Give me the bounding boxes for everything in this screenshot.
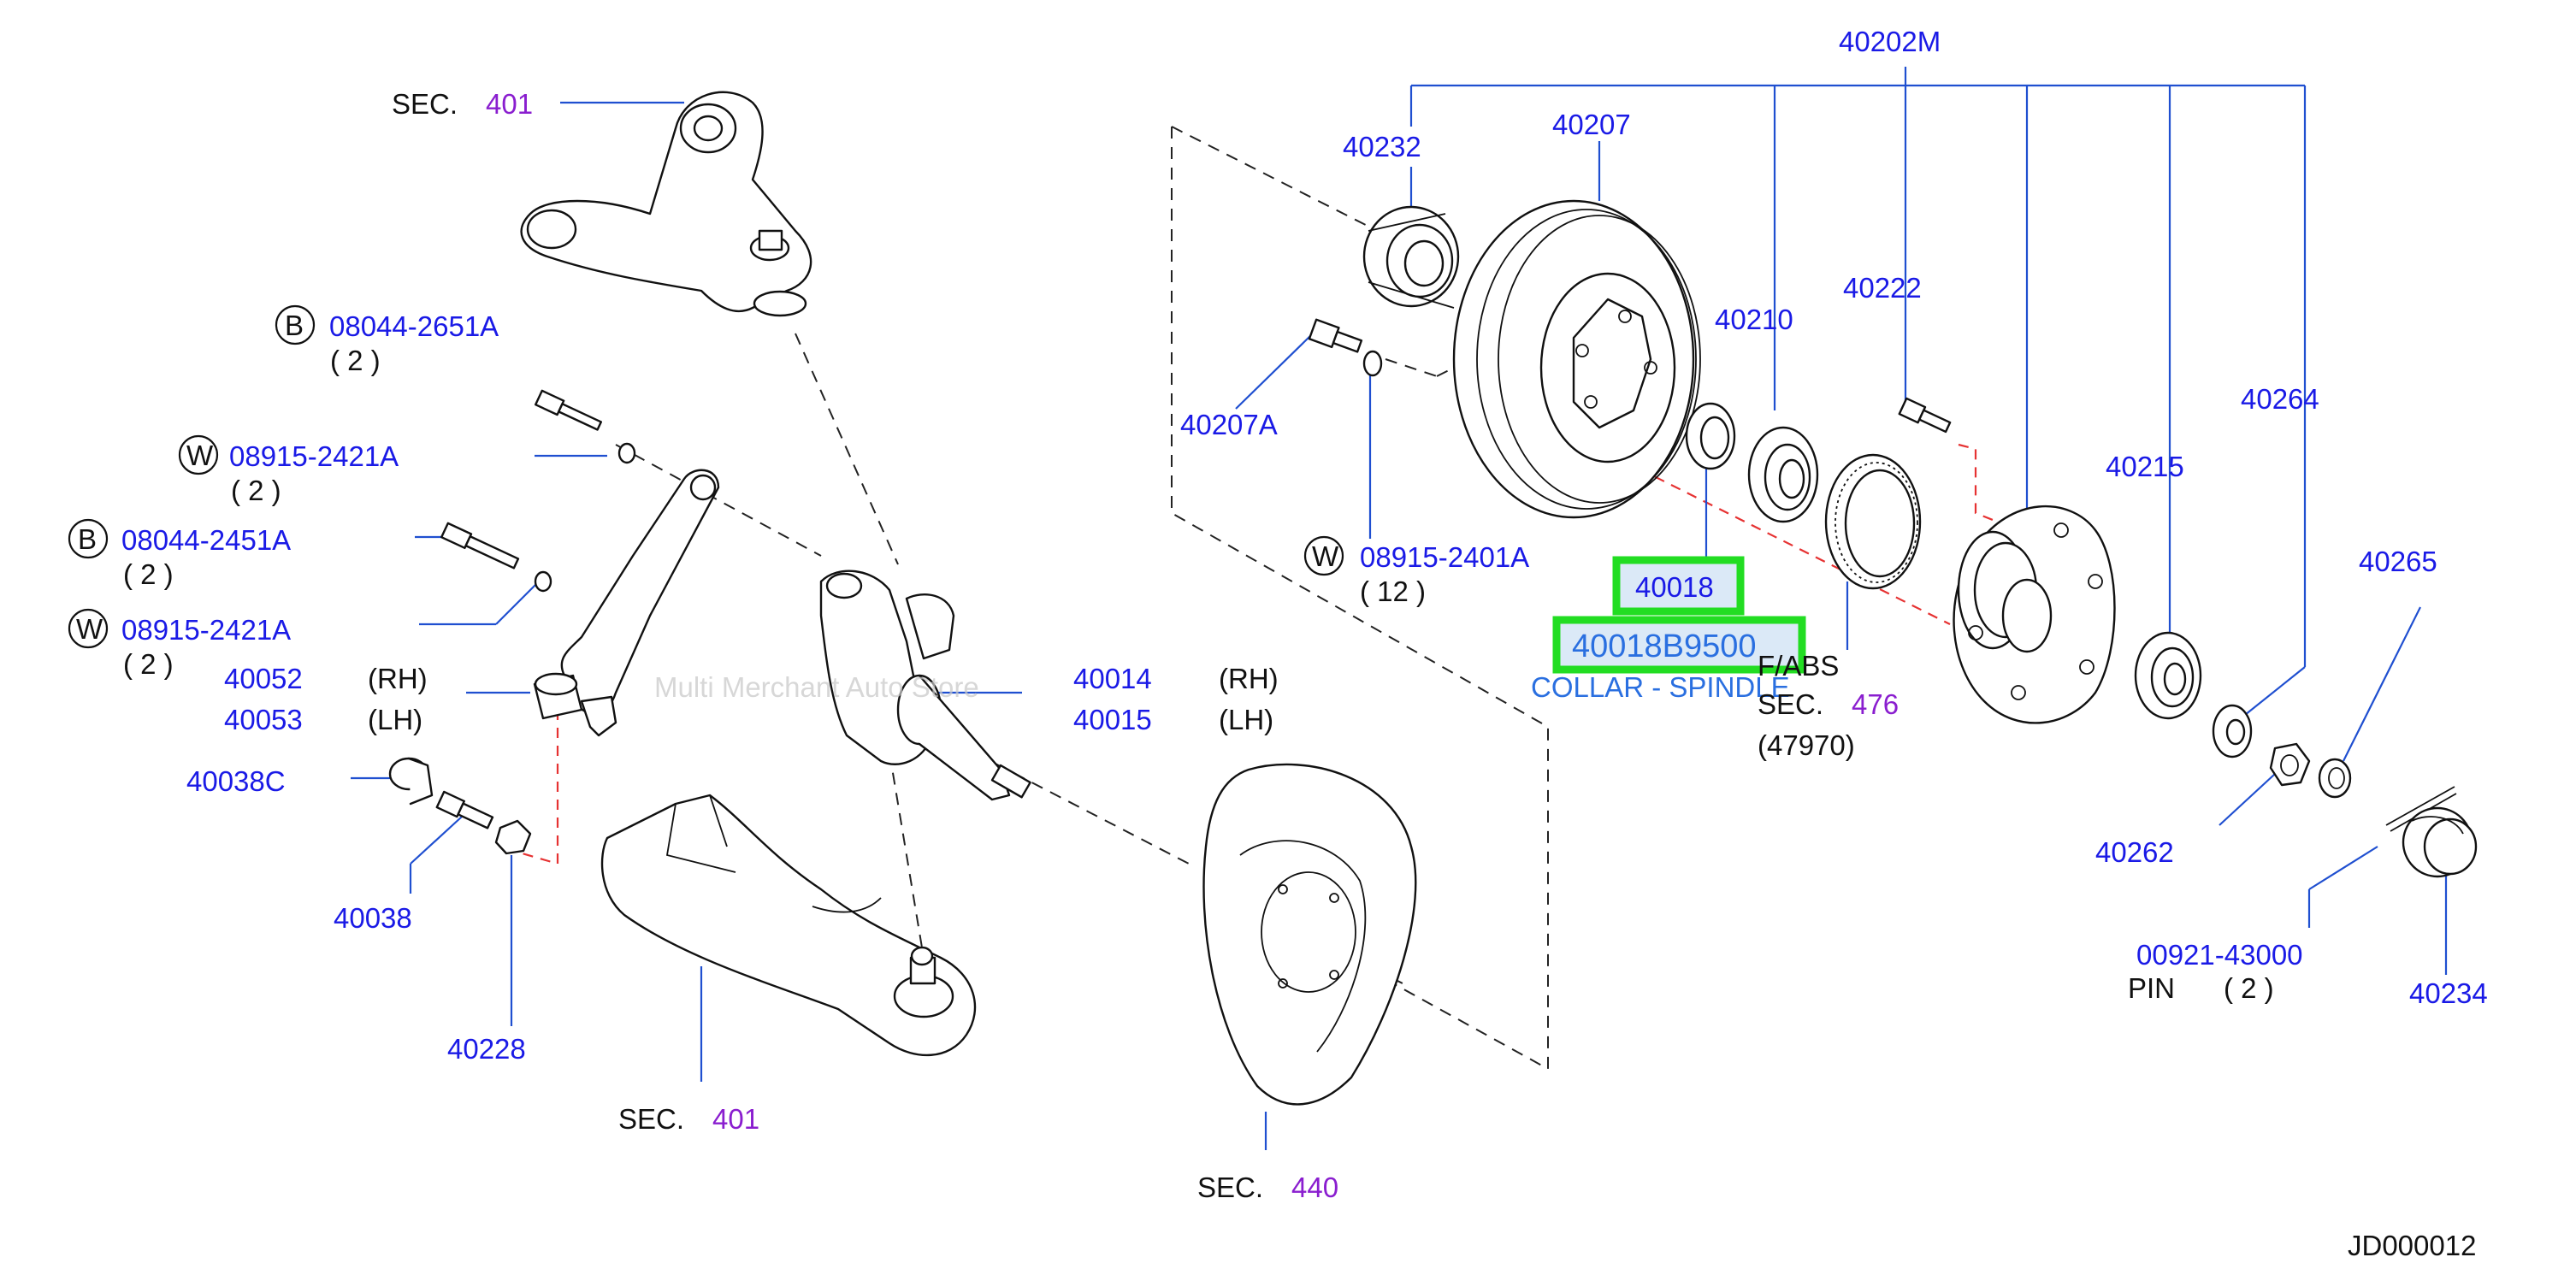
part-label-40207A[interactable]: 40207A <box>1180 409 1278 440</box>
side-lh-40053: (LH) <box>368 704 422 735</box>
pin-label: PIN <box>2128 972 2175 1004</box>
fastener-2[interactable]: W 08915-2421A ( 2 ) <box>178 434 399 506</box>
part-label-40265[interactable]: 40265 <box>2359 546 2437 577</box>
diagram-code: JD000012 <box>2348 1230 2476 1261</box>
abs-ref: (47970) <box>1758 729 1855 761</box>
part-label-40232[interactable]: 40232 <box>1343 131 1421 162</box>
part-label-40038C[interactable]: 40038C <box>186 765 286 797</box>
fastener-3[interactable]: B 08044-2451A ( 2 ) <box>68 518 291 590</box>
sec-num-upper[interactable]: 401 <box>486 88 533 120</box>
badge-w-icon <box>68 608 109 649</box>
sec-label-backplate: SEC. <box>1197 1172 1263 1203</box>
sec-label-lower: SEC. <box>618 1103 684 1135</box>
fastener-badge: B <box>285 310 304 341</box>
fastener-number[interactable]: 08044-2651A <box>329 310 499 342</box>
sec-num-backplate[interactable]: 440 <box>1291 1172 1338 1203</box>
side-lh-40015: (LH) <box>1219 704 1273 735</box>
hub-bolt <box>1308 318 1383 377</box>
fastener-number[interactable]: 08915-2421A <box>229 440 399 472</box>
fastener-number[interactable]: 08044-2451A <box>121 524 291 556</box>
oil-seal <box>1362 205 1460 309</box>
part-label-40053[interactable]: 40053 <box>224 704 303 735</box>
part-label-00921-43000[interactable]: 00921-43000 <box>2136 939 2303 971</box>
left-fasteners <box>388 389 720 855</box>
leader-lines <box>351 67 2448 1150</box>
part-label-40015[interactable]: 40015 <box>1073 704 1152 735</box>
part-label-40262[interactable]: 40262 <box>2095 836 2174 868</box>
fastener-number[interactable]: 08915-2401A <box>1360 541 1529 573</box>
badge-b-icon <box>275 304 316 345</box>
sec-label-abs: SEC. <box>1758 688 1823 720</box>
fastener-qty: ( 2 ) <box>123 648 174 680</box>
inner-bearing <box>1747 426 1819 523</box>
lower-control-arm <box>600 794 977 1057</box>
part-label-40207[interactable]: 40207 <box>1552 109 1631 140</box>
backing-plate <box>1202 763 1417 1106</box>
highlight-number-box <box>1552 616 1806 674</box>
fastener-badge: B <box>78 523 97 555</box>
side-rh-40052: (RH) <box>368 663 428 694</box>
spindle-nut <box>2269 742 2311 787</box>
labels: 40202M SEC. 401 40232 40207 40210 40222 … <box>68 26 2488 1261</box>
part-label-40210[interactable]: 40210 <box>1715 304 1793 335</box>
fastener-number[interactable]: 08915-2421A <box>121 614 291 646</box>
fastener-qty: ( 2 ) <box>123 558 174 590</box>
fastener-5[interactable]: W 08915-2401A ( 12 ) <box>1303 535 1529 607</box>
outer-bearing <box>2134 631 2202 720</box>
badge-w-icon <box>1303 535 1344 576</box>
part-label-40234[interactable]: 40234 <box>2409 977 2488 1009</box>
highlight-part-fill <box>1616 560 1740 611</box>
highlight-number-fill <box>1557 620 1802 670</box>
part-label-40222[interactable]: 40222 <box>1843 272 1922 304</box>
part-label-40202M[interactable]: 40202M <box>1839 26 1941 57</box>
washer <box>2212 704 2253 758</box>
highlight-part-number[interactable]: 40018B9500 <box>1572 629 1757 664</box>
spindle-collar <box>1685 402 1736 470</box>
sec-num-lower[interactable]: 401 <box>712 1103 759 1135</box>
grease-cap <box>2402 806 2478 878</box>
steering-knuckle <box>819 570 1031 801</box>
watermark-text: Multi Merchant Auto Store <box>654 671 979 703</box>
upper-control-arm <box>520 91 812 317</box>
nut-lock-cap <box>2318 758 2352 799</box>
fastener-qty: ( 12 ) <box>1360 575 1426 607</box>
part-label-40038[interactable]: 40038 <box>334 902 412 934</box>
abs-sensor-ring <box>1824 453 1922 590</box>
part-label-40228[interactable]: 40228 <box>447 1033 526 1065</box>
part-label-40052[interactable]: 40052 <box>224 663 303 694</box>
badge-w-icon <box>178 434 219 475</box>
side-rh-40014: (RH) <box>1219 663 1279 694</box>
sec-label-upper: SEC. <box>392 88 458 120</box>
abs-label: F/ABS <box>1758 650 1839 682</box>
highlight-group[interactable]: 40018 40018B9500 COLLAR - SPINDLE <box>1531 556 1806 703</box>
sec-num-abs[interactable]: 476 <box>1852 688 1899 720</box>
part-label-40264[interactable]: 40264 <box>2241 383 2319 415</box>
fastener-qty: ( 2 ) <box>330 345 381 376</box>
part-label-40014[interactable]: 40014 <box>1073 663 1152 694</box>
red-dashed-lines <box>512 443 2019 865</box>
fastener-badge: W <box>76 613 103 645</box>
fastener-qty: ( 2 ) <box>231 475 281 506</box>
fastener-badge: W <box>1312 540 1339 572</box>
wheel-hub <box>1953 505 2116 724</box>
highlight-description: COLLAR - SPINDLE <box>1531 671 1790 703</box>
wheel-stud <box>1898 397 1952 434</box>
fastener-badge: W <box>186 440 214 471</box>
part-label-40215[interactable]: 40215 <box>2106 451 2184 482</box>
highlight-part-box <box>1612 556 1745 616</box>
fastener-4[interactable]: W 08915-2421A ( 2 ) <box>68 608 291 680</box>
badge-b-icon <box>68 518 109 559</box>
highlight-part-label[interactable]: 40018 <box>1635 571 1714 603</box>
fastener-1[interactable]: B 08044-2651A ( 2 ) <box>275 304 499 376</box>
brake-rotor <box>1452 199 1701 519</box>
pin-qty: ( 2 ) <box>2224 972 2274 1004</box>
